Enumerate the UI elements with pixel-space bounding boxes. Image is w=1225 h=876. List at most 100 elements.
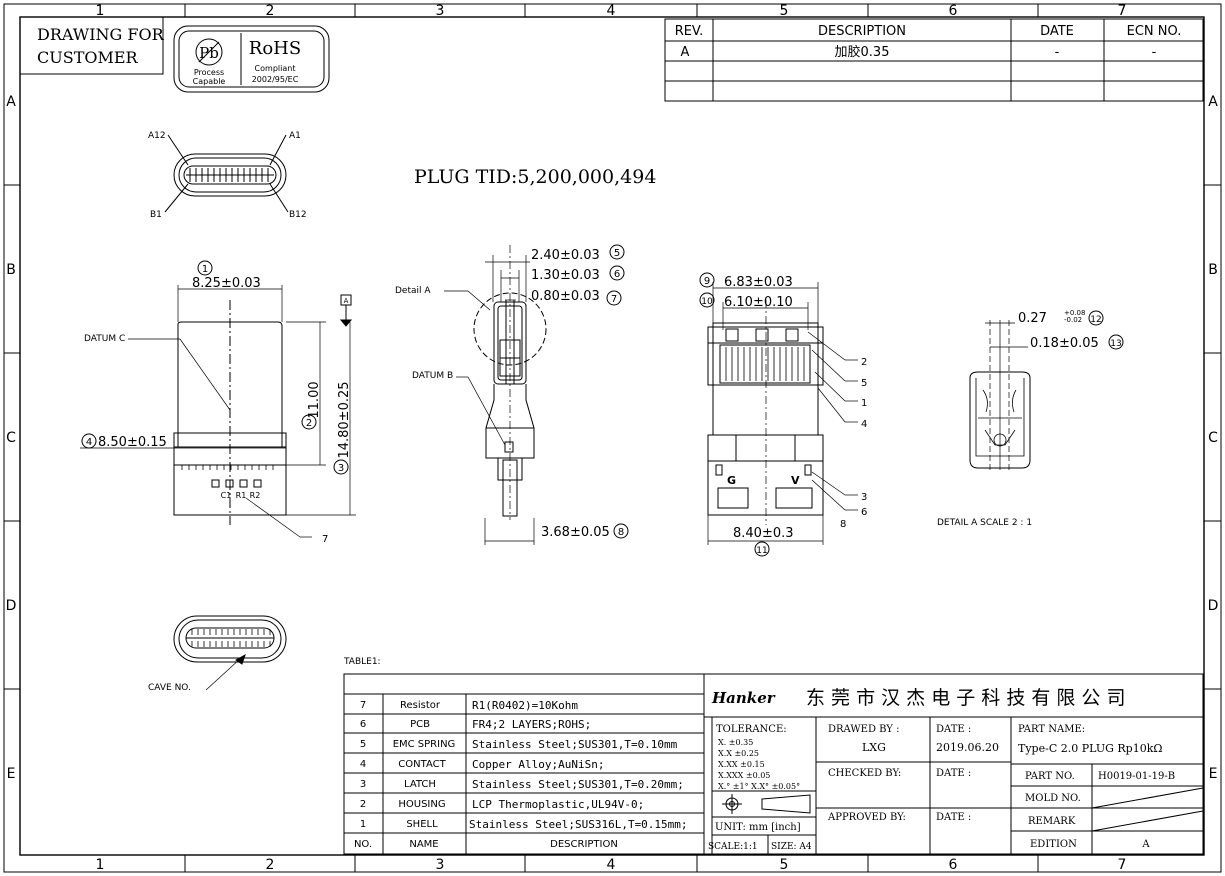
bom-name: SHELL (406, 819, 438, 830)
bom-desc: Stainless Steel;SUS301,T=0.20mm; (472, 778, 684, 791)
customer-title-line2: CUSTOMER (37, 48, 139, 67)
rohs-line2: 2002/95/EC (252, 75, 299, 84)
detail-view (969, 320, 1031, 470)
dim-8-25: 8.25±0.03 (192, 276, 261, 291)
dim-3-68: 3.68±0.05 (541, 525, 610, 540)
checked-by-label: CHECKED BY: (828, 768, 901, 779)
pin-label-b12: B12 (289, 210, 307, 220)
mold-no-label: MOLD NO. (1025, 793, 1081, 804)
row-label-left: B (6, 262, 16, 278)
bom-no: 4 (360, 759, 366, 770)
row-label-right: D (1208, 598, 1219, 614)
dim13-callout: 13 (1110, 339, 1121, 349)
pb-symbol: Pb (199, 44, 219, 62)
col-label-top: 3 (436, 3, 445, 19)
bom-no: 5 (360, 739, 366, 750)
dim5-callout: 5 (614, 248, 620, 259)
bom-name: PCB (410, 719, 430, 730)
bom-name: CONTACT (398, 759, 446, 770)
outer-border (3, 3, 1222, 873)
row-label-right: E (1209, 766, 1218, 782)
size-label: SIZE: A4 (771, 842, 812, 852)
inner-border (19, 16, 1205, 856)
edition-value: A (1141, 839, 1150, 850)
pb-line1: Process (194, 68, 224, 77)
rohs-title: RoHS (249, 38, 301, 59)
part-no-label: PART NO. (1025, 771, 1075, 782)
rev-value: A (681, 45, 690, 60)
border-ticks (4, 4, 1221, 872)
table1-label: TABLE1: (343, 657, 381, 667)
pin-label-a12: A12 (148, 131, 166, 141)
dim-0-80: 0.80±0.03 (531, 289, 600, 304)
pin-label-a1: A1 (289, 131, 301, 141)
col-label-bottom: 4 (607, 857, 616, 873)
dim-8-40: 8.40±0.3 (733, 526, 794, 541)
bom-name: EMC SPRING (393, 739, 456, 750)
row-label-left: D (6, 598, 17, 614)
bom-desc: FR4;2 LAYERS;ROHS; (472, 718, 591, 731)
unit-label: UNIT: mm [inch] (715, 822, 801, 833)
component-r1: R1 (236, 491, 247, 500)
dim9-callout: 9 (704, 276, 710, 287)
col-label-top: 5 (780, 3, 789, 19)
col-label-top: 4 (607, 3, 616, 19)
rohs-logo: Pb Process Capable RoHS Compliant 2002/9… (173, 25, 330, 93)
dim7-callout: 7 (611, 294, 617, 305)
dim-0-27-tol-minus: -0.02 (1064, 316, 1082, 324)
col-label-bottom: 5 (780, 857, 789, 873)
dim-6-10: 6.10±0.10 (724, 295, 793, 310)
callout-3: 3 (861, 492, 867, 503)
bom-header-desc: DESCRIPTION (550, 839, 618, 850)
desc-header: DESCRIPTION (818, 24, 906, 39)
datum-c-label: DATUM C (84, 334, 125, 344)
bom-name: Resistor (400, 700, 441, 711)
row-label-right: B (1208, 262, 1218, 278)
drawed-by-label: DRAWED BY : (828, 724, 899, 735)
rev-header: REV. (675, 24, 704, 39)
date-header: DATE (1040, 24, 1074, 39)
bom-header-name: NAME (409, 839, 438, 850)
col-label-bottom: 7 (1118, 857, 1127, 873)
dim-2-40: 2.40±0.03 (531, 248, 600, 263)
dim-14-80: 14.80±0.25 (337, 381, 352, 458)
part-no-value: H0019-01-19-B (1098, 771, 1175, 782)
dim8-callout: 8 (618, 527, 624, 538)
rev-desc-value: 加胶0.35 (835, 44, 890, 60)
angle-tolerance: X.° ±1° X.X° ±0.05° (718, 782, 800, 791)
bom-header-no: NO. (354, 839, 372, 850)
callout-2: 2 (861, 357, 867, 368)
dim12-callout: 12 (1090, 315, 1101, 325)
rear-view (707, 282, 858, 545)
row-label-left: E (7, 766, 16, 782)
cave-view (173, 615, 287, 691)
bom-no: 6 (360, 719, 366, 730)
bom-no: 7 (360, 700, 366, 711)
bom-desc: LCP Thermoplastic,UL94V-0; (472, 798, 644, 811)
front-view (80, 285, 356, 538)
callout-7: 7 (322, 534, 328, 545)
title-block (703, 673, 1204, 855)
bom-desc: Copper Alloy;AuNiSn; (472, 758, 604, 771)
bom-desc: Stainless Steel;SUS301,T=0.10mm (472, 738, 678, 751)
pb-line2: Capable (193, 77, 226, 86)
col-label-bottom: 2 (266, 857, 275, 873)
tolerance-line: X. ±0.35 (718, 738, 753, 747)
rohs-line1: Compliant (255, 64, 296, 73)
callout-4: 4 (861, 419, 867, 430)
tolerance-title: TOLERANCE: (716, 724, 787, 735)
ecn-header: ECN NO. (1127, 24, 1182, 39)
scale-label: SCALE:1:1 (708, 842, 758, 852)
border-labels: 1 2 3 4 5 6 7 1 2 3 4 5 6 7 A B C D E A … (6, 3, 1219, 873)
col-label-bottom: 6 (949, 857, 958, 873)
tolerance-line: X.X ±0.25 (718, 749, 759, 758)
bom-name: HOUSING (398, 799, 445, 810)
bom-desc: R1(R0402)=10Kohm (472, 699, 578, 712)
dim-0-27-tol-plus: +0.08 (1064, 309, 1085, 317)
row-label-left: C (6, 430, 16, 446)
col-label-top: 2 (266, 3, 275, 19)
dim3-callout: 3 (338, 463, 344, 474)
customer-title-line1: DRAWING FOR (37, 25, 165, 44)
pad-v: V (791, 474, 800, 487)
